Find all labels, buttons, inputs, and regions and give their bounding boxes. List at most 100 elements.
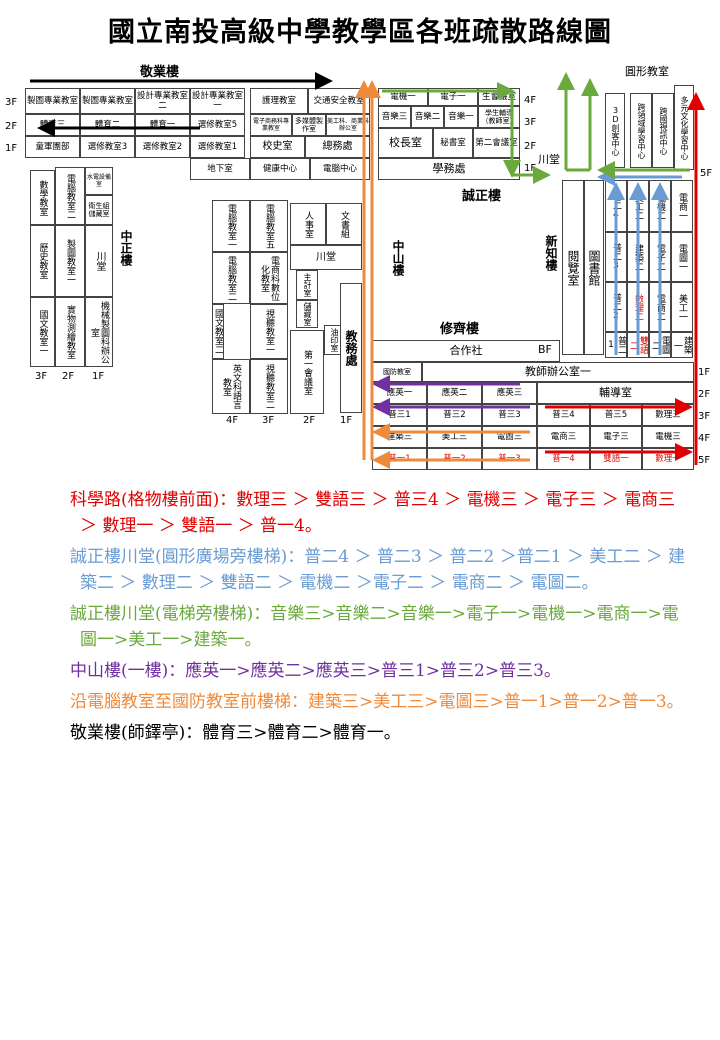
room: 電圖一 bbox=[671, 232, 693, 282]
route-text: 科學路(格物樓前面)：數理三 ＞ 雙語三 ＞ 普三4 ＞ 電機三 ＞ 電子三 ＞… bbox=[70, 490, 676, 536]
route-black bbox=[30, 72, 333, 137]
room: 電腦中心 bbox=[310, 158, 370, 180]
floor-label: 3F bbox=[698, 411, 711, 422]
room: 建築一 bbox=[671, 332, 693, 358]
room: 電腦教室一 bbox=[212, 200, 250, 252]
floor-label: 3F bbox=[5, 97, 18, 108]
room: 電腦教室五 bbox=[250, 200, 288, 252]
room: 數學教室 bbox=[30, 170, 55, 225]
room: 設計專業教室二 bbox=[135, 88, 190, 114]
room: 視聽教室一 bbox=[250, 304, 288, 359]
room: 地下室 bbox=[190, 158, 250, 180]
room: 選修教室3 bbox=[80, 136, 135, 158]
room: 製圖專業教室 bbox=[25, 88, 80, 114]
floor-label: 2F bbox=[5, 121, 18, 132]
route-text: 敬業樓(師鐸亭)：體育三>體育二>體育一。 bbox=[70, 723, 401, 743]
room: 水電設備室 bbox=[85, 167, 113, 195]
floor-label: 1F bbox=[5, 143, 18, 154]
route-number: 2、 bbox=[0, 542, 70, 568]
room: 選修教室2 bbox=[135, 136, 190, 158]
room: 電機三 bbox=[642, 426, 694, 448]
room: 輔導室 bbox=[537, 382, 694, 404]
room: 跨國視訊中心 bbox=[652, 93, 674, 168]
route-item: 5、沿電腦教室至國防教室前樓梯：建築三>美工三>電圖三>普一1>普一2>普一3。 bbox=[0, 687, 690, 715]
room: 普三3 bbox=[482, 404, 537, 426]
floor-label: 1F bbox=[698, 367, 711, 378]
floor-label: 4F bbox=[226, 415, 239, 426]
room: 視聽教室二 bbox=[250, 359, 288, 414]
route-number: 3、 bbox=[0, 599, 70, 625]
room: 音樂二 bbox=[411, 106, 444, 128]
room: 人事室 bbox=[290, 203, 326, 245]
route-text: 誠正樓川堂(圓形廣場旁樓梯)：普二4 ＞ 普二3 ＞ 普二2 ＞普二1 ＞ 美工… bbox=[70, 547, 686, 593]
room: 多媒體製作室 bbox=[292, 114, 326, 136]
floor-label: 4F bbox=[698, 433, 711, 444]
room: 普三4 bbox=[537, 404, 590, 426]
room: 設計專業教室一 bbox=[190, 88, 245, 114]
floor-label: 1F bbox=[524, 163, 537, 174]
room: 電商一 bbox=[671, 180, 693, 232]
room: 普三5 bbox=[590, 404, 642, 426]
route-text: 沿電腦教室至國防教室前樓梯：建築三>美工三>電圖三>普一1>普一2>普一3。 bbox=[70, 692, 684, 712]
room: 教師辦公室一 bbox=[422, 362, 694, 382]
room: 儲藏室 bbox=[296, 300, 318, 328]
floor-label: 3F bbox=[524, 117, 537, 128]
floor-label: 2F bbox=[303, 415, 316, 426]
route-number: 5、 bbox=[0, 687, 70, 713]
route-number: 4、 bbox=[0, 656, 70, 682]
room: 電腦教室二 bbox=[55, 167, 85, 225]
room: 圖書館 bbox=[584, 180, 604, 355]
route-orange bbox=[355, 80, 530, 469]
room: 衛生組儲藏室 bbox=[85, 195, 113, 225]
room: 電子三 bbox=[590, 426, 642, 448]
room: 教務處 bbox=[340, 283, 362, 413]
room: 第一會議室 bbox=[290, 330, 324, 414]
room: 電子商務科專業教室 bbox=[250, 114, 292, 136]
room: 健康中心 bbox=[250, 158, 310, 180]
floor-label: 4F bbox=[524, 95, 537, 106]
route-item: 1、科學路(格物樓前面)：數理三 ＞ 雙語三 ＞ 普三4 ＞ 電機三 ＞ 電子三… bbox=[0, 485, 690, 539]
floor-label: 1F bbox=[340, 415, 353, 426]
building-zhongzheng-label: 中正樓 bbox=[119, 230, 133, 266]
room: 體育二 bbox=[80, 114, 135, 136]
room: 音樂三 bbox=[378, 106, 411, 128]
building-xinzhi-label: 新知樓 bbox=[544, 235, 558, 271]
room: 機械製圖科辦公室 bbox=[85, 297, 113, 367]
room: 歷史教室 bbox=[30, 225, 55, 297]
room: 英文科語言教室 bbox=[212, 359, 250, 414]
floor-label: 3F bbox=[262, 415, 275, 426]
route-item: 4、中山樓(一樓)：應英一>應英二>應英三>普三1>普三2>普三3。 bbox=[0, 656, 690, 684]
page-title: 國立南投高級中學教學區各班疏散路線圖 bbox=[108, 17, 612, 48]
route-list: 1、科學路(格物樓前面)：數理三 ＞ 雙語三 ＞ 普三4 ＞ 電機三 ＞ 電子三… bbox=[0, 485, 690, 749]
chuantang-label: 川堂 bbox=[538, 153, 560, 166]
room: 學務處 bbox=[378, 158, 520, 180]
route-blue bbox=[597, 168, 682, 355]
room: 電腦教室二 bbox=[212, 252, 250, 304]
room: 跨領域學習中心 bbox=[630, 93, 652, 168]
building-jingye-label: 敬業樓 bbox=[140, 65, 180, 80]
route-purple bbox=[372, 375, 530, 416]
room: 主計室 bbox=[296, 270, 318, 300]
plaza-label: 圓形教室 bbox=[625, 65, 669, 78]
floor-label: 2F bbox=[698, 389, 711, 400]
route-arrows bbox=[30, 72, 705, 469]
room: 總務處 bbox=[305, 136, 370, 158]
room: 電商科數位化教室 bbox=[250, 252, 288, 304]
floor-label: 5F bbox=[698, 455, 711, 466]
route-red bbox=[545, 92, 705, 465]
room: 美工科、商業科辦公室 bbox=[326, 114, 370, 136]
route-green bbox=[382, 72, 690, 184]
room: 秘書室 bbox=[433, 128, 473, 158]
route-text: 誠正樓川堂(電梯旁樓梯)：音樂三>音樂二>音樂一>電子一>電機一>電商一>電圖一… bbox=[70, 604, 679, 650]
building-chengzheng-label: 誠正樓 bbox=[462, 189, 502, 204]
room: 選修教室5 bbox=[190, 114, 245, 136]
room: 體育一 bbox=[135, 114, 190, 136]
route-number: 1、 bbox=[0, 485, 70, 511]
room: 選修教室1 bbox=[190, 136, 245, 158]
floor-label: 1F bbox=[92, 371, 105, 382]
room: 音樂一 bbox=[444, 106, 478, 128]
evacuation-map: 敬業樓 圓形教室 3F 2F 1F 製圖專業教室 製圖專業教室 設計專業教室二 … bbox=[0, 55, 720, 480]
room: 普三2 bbox=[427, 404, 482, 426]
floor-label: 2F bbox=[524, 141, 537, 152]
bf-label: BF bbox=[538, 343, 552, 356]
